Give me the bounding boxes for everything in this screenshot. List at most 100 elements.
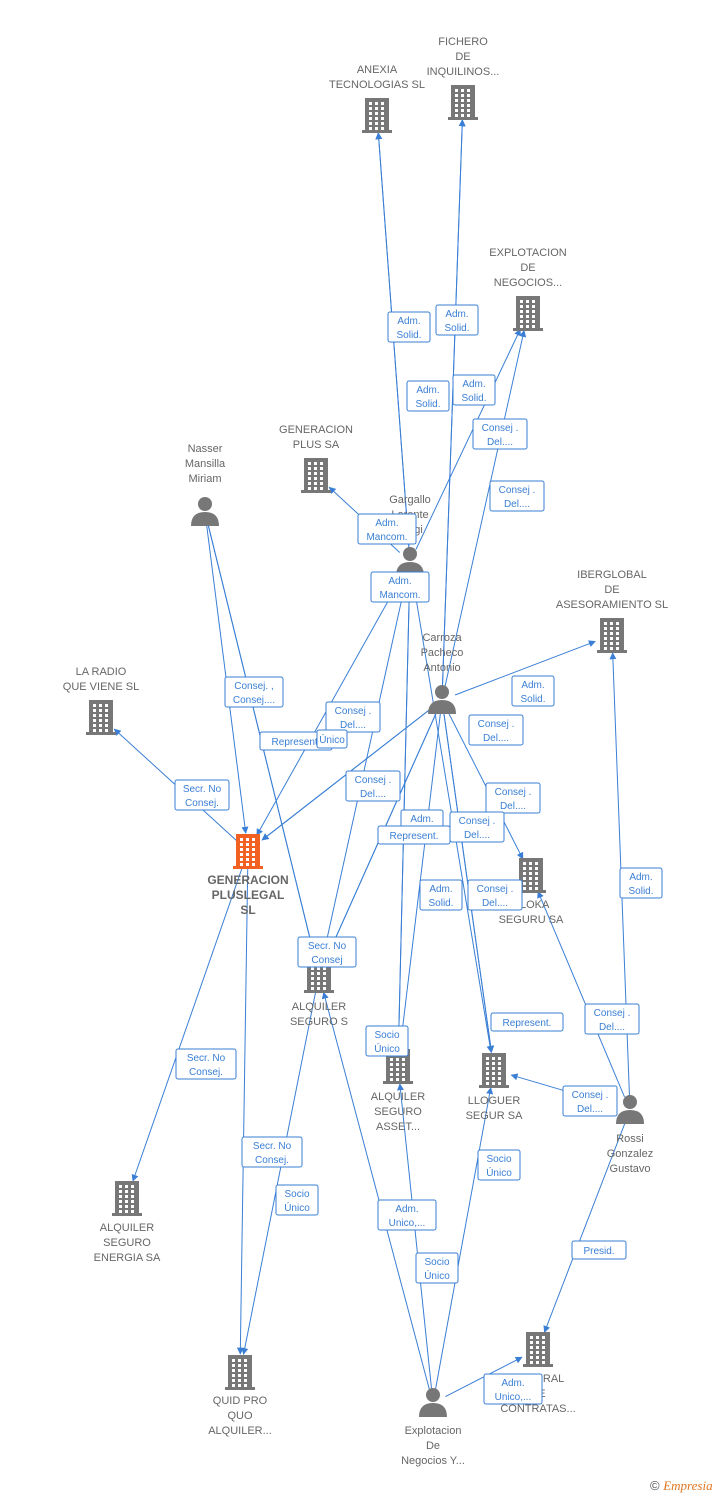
edge-label-frame xyxy=(490,1012,564,1032)
edge-label-box[interactable]: Represent. xyxy=(490,1012,564,1032)
edge-label-box[interactable]: Adm.Solid. xyxy=(387,311,431,343)
edge-label-box[interactable]: Consej .Del.... xyxy=(467,879,523,911)
edge-label-box[interactable]: Adm.Solid. xyxy=(452,374,496,406)
edge-label-text: Adm. xyxy=(445,309,468,320)
edge-label-box[interactable]: Consej . Del.... xyxy=(489,480,545,512)
node-label-line: ALQUILER xyxy=(371,1091,425,1103)
edge-label-text: Socio xyxy=(284,1189,309,1200)
edge-label-frame xyxy=(370,571,430,603)
edge-label-text: Adm. xyxy=(395,1204,418,1215)
edge-label-box[interactable]: Adm.Mancom. xyxy=(357,513,417,545)
node-alquiler-seguro-asset[interactable]: ALQUILERSEGUROASSET... xyxy=(371,1049,425,1133)
edge-label-box[interactable]: Adm.Solid. xyxy=(419,879,463,911)
node-fichero[interactable]: FICHERODEINQUILINOS... xyxy=(427,36,500,120)
edge-label-frame xyxy=(619,867,663,899)
edge-label-text: Consej . xyxy=(335,706,372,717)
edge-label-text: Socio xyxy=(424,1257,449,1268)
node-quid-pro-quo[interactable]: QUID PROQUOALQUILER... xyxy=(208,1355,272,1437)
building-icon xyxy=(362,98,392,133)
edge-label-text: Único xyxy=(424,1269,450,1282)
edge-label-box[interactable]: Consej .Del.... xyxy=(449,811,505,843)
edge-label-text: Mancom. xyxy=(379,590,420,601)
edge-label-box[interactable]: Adm.Unico,... xyxy=(377,1199,437,1231)
edge-label-text: Del.... xyxy=(504,499,530,510)
edge-label-box[interactable]: Adm.Solid. xyxy=(406,380,450,412)
building-icon xyxy=(86,700,116,735)
edge-label-text: Del.... xyxy=(360,789,386,800)
edge-label-box[interactable]: Presid. xyxy=(571,1240,627,1260)
edge-label-box[interactable]: Adm.Solid. xyxy=(435,304,479,336)
edge-label-text: Del.... xyxy=(487,437,513,448)
edge-label-box[interactable]: Consej .Del.... xyxy=(468,714,524,746)
edge-label-box[interactable]: Consej .Del.... xyxy=(345,770,401,802)
node-label-line: ASSET... xyxy=(376,1121,420,1133)
edge-label-text: Consej. xyxy=(255,1155,289,1166)
edge-label-text: Consej. xyxy=(185,798,219,809)
edge-label-box[interactable]: Consej .Del.... xyxy=(584,1003,640,1035)
edge-label-text: Consej xyxy=(311,955,342,966)
node-label-line: GENERACION xyxy=(207,873,288,887)
edge-label-frame xyxy=(468,714,524,746)
edge-label-frame xyxy=(241,1136,303,1168)
copyright-symbol: © xyxy=(650,1478,660,1493)
edge-label-text: Presid. xyxy=(583,1246,614,1257)
edge-label-box[interactable]: Consej .Del.... xyxy=(562,1085,618,1117)
edge-label-text: Unico,... xyxy=(495,1392,532,1403)
edge-label-box[interactable]: Consej .Del.... xyxy=(472,418,528,450)
building-icon xyxy=(479,1053,509,1088)
node-label-line: Pacheco xyxy=(421,647,464,659)
edge-label-text: Del.... xyxy=(340,720,366,731)
edge-label-text: Secr. No xyxy=(183,784,222,795)
edge-label-box[interactable]: Represent. xyxy=(377,825,451,845)
edge-explotacion_y-to-alquiler_seguro_asset xyxy=(397,1083,433,1390)
edge-label-box[interactable]: Consej .Del.... xyxy=(485,782,541,814)
edge-label-box[interactable]: Adm.Unico,... xyxy=(483,1373,543,1405)
person-icon xyxy=(191,497,219,526)
edge-label-box[interactable]: Consej. ,Consej.... xyxy=(224,676,284,708)
edge-label-text: Consej . xyxy=(499,485,536,496)
node-label-line: NEGOCIOS... xyxy=(494,277,562,289)
node-label-line: PLUSLEGAL xyxy=(212,888,285,902)
edge-label-frame xyxy=(489,480,545,512)
edge-label-box[interactable]: Secr. No Consej. xyxy=(174,779,230,811)
edge-label-frame xyxy=(435,304,479,336)
edge-label-box[interactable]: Consej . Del.... xyxy=(325,701,381,733)
edge-label-frame xyxy=(325,701,381,733)
node-label-line: Miriam xyxy=(189,473,222,485)
edge-label-text: Consej. xyxy=(189,1067,223,1078)
node-explotacion-neg[interactable]: EXPLOTACIONDENEGOCIOS... xyxy=(489,247,567,331)
edge-label-text: Único xyxy=(374,1042,400,1055)
node-label-line: DE xyxy=(604,584,619,596)
node-label-line: PLUS SA xyxy=(293,439,340,451)
edge-label-frame xyxy=(415,1252,459,1284)
edge-label-text: Mancom. xyxy=(366,532,407,543)
edge-label-box[interactable]: Adm.Solid. xyxy=(619,867,663,899)
edge-label-frame xyxy=(467,879,523,911)
edge-label-box[interactable]: Adm.Solid. xyxy=(511,675,555,707)
node-label-line: ALQUILER xyxy=(100,1222,154,1234)
node-label-line: Gonzalez xyxy=(607,1148,653,1160)
edge-explotacion_y-to-lloguer xyxy=(435,1087,494,1390)
edge-label-box[interactable]: Único xyxy=(316,729,348,749)
edge-label-text: Adm. xyxy=(416,385,439,396)
edge-label-box[interactable]: Adm.Mancom. xyxy=(370,571,430,603)
